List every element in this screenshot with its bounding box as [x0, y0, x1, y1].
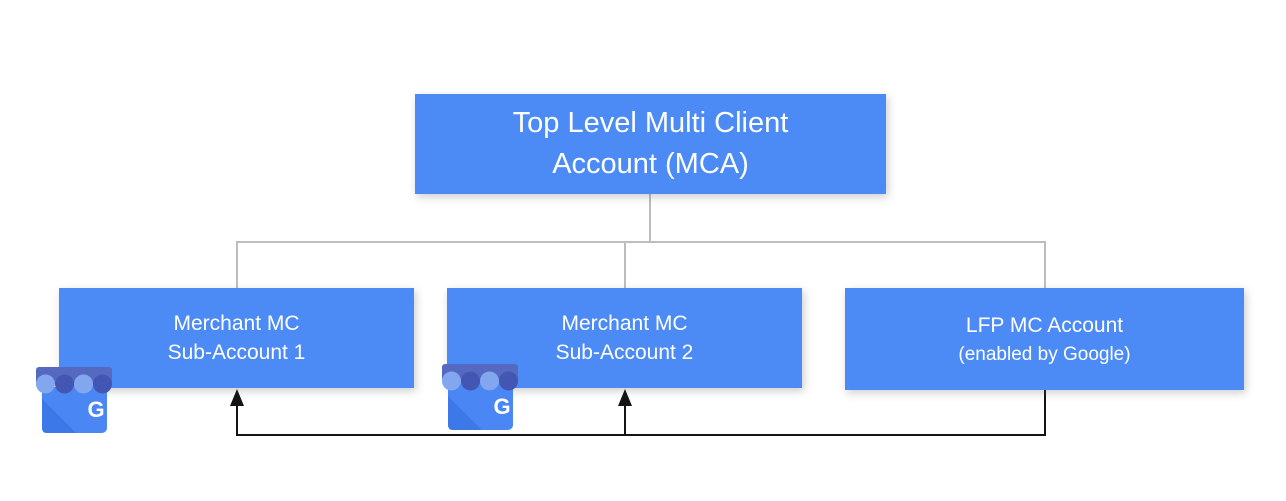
feedback-connector-lfp-stem	[1044, 390, 1046, 436]
feedback-connector-rise-sub1	[236, 404, 238, 436]
gmb-awning-scallop	[74, 374, 93, 394]
node-sub1-line2: Sub-Account 1	[167, 341, 306, 364]
arrowhead-up-sub1-icon	[230, 389, 244, 406]
gmb-awning-bar	[36, 367, 112, 384]
node-sub1-line1: Merchant MC	[173, 312, 300, 335]
gmb-awning-scallop	[55, 374, 74, 394]
tree-connector-mca-stem	[649, 194, 651, 242]
google-my-business-icon: G	[442, 364, 518, 430]
gmb-awning-scallop	[36, 374, 55, 394]
gmb-body-fold	[42, 399, 76, 433]
tree-connector-drop-sub2	[624, 243, 626, 288]
gmb-awning-scallop	[93, 374, 112, 394]
tree-connector-drop-sub1	[236, 243, 238, 288]
node-sub2-line1: Merchant MC	[561, 312, 688, 335]
feedback-connector-horizontal	[236, 434, 1046, 436]
node-lfp-line2: (enabled by Google)	[958, 343, 1131, 365]
tree-connector-drop-lfp	[1044, 243, 1046, 288]
gmb-awning-bar	[442, 364, 518, 381]
arrowhead-up-sub2-icon	[618, 389, 632, 406]
node-top-level-mca-line2: Account (MCA)	[552, 148, 749, 180]
node-lfp-line1: LFP MC Account	[965, 313, 1124, 337]
node-sub2-line2: Sub-Account 2	[555, 341, 694, 364]
gmb-google-g-letter: G	[87, 397, 104, 422]
gmb-awning-scallop	[461, 371, 480, 391]
gmb-awning-scallop	[480, 371, 499, 391]
node-merchant-sub-account-1: Merchant MC Sub-Account 1	[59, 288, 414, 388]
node-top-level-mca: Top Level Multi Client Account (MCA)	[415, 94, 886, 194]
gmb-awning-scallop	[499, 371, 518, 391]
feedback-connector-rise-sub2	[624, 404, 626, 436]
google-my-business-icon: G	[36, 367, 112, 433]
gmb-body-fold	[448, 396, 482, 430]
tree-connector-horizontal	[236, 241, 1046, 243]
node-top-level-mca-line1: Top Level Multi Client	[512, 107, 789, 139]
gmb-awning-scallop	[442, 371, 461, 391]
node-lfp-mc-account: LFP MC Account (enabled by Google)	[845, 288, 1244, 390]
gmb-google-g-letter: G	[493, 394, 510, 419]
